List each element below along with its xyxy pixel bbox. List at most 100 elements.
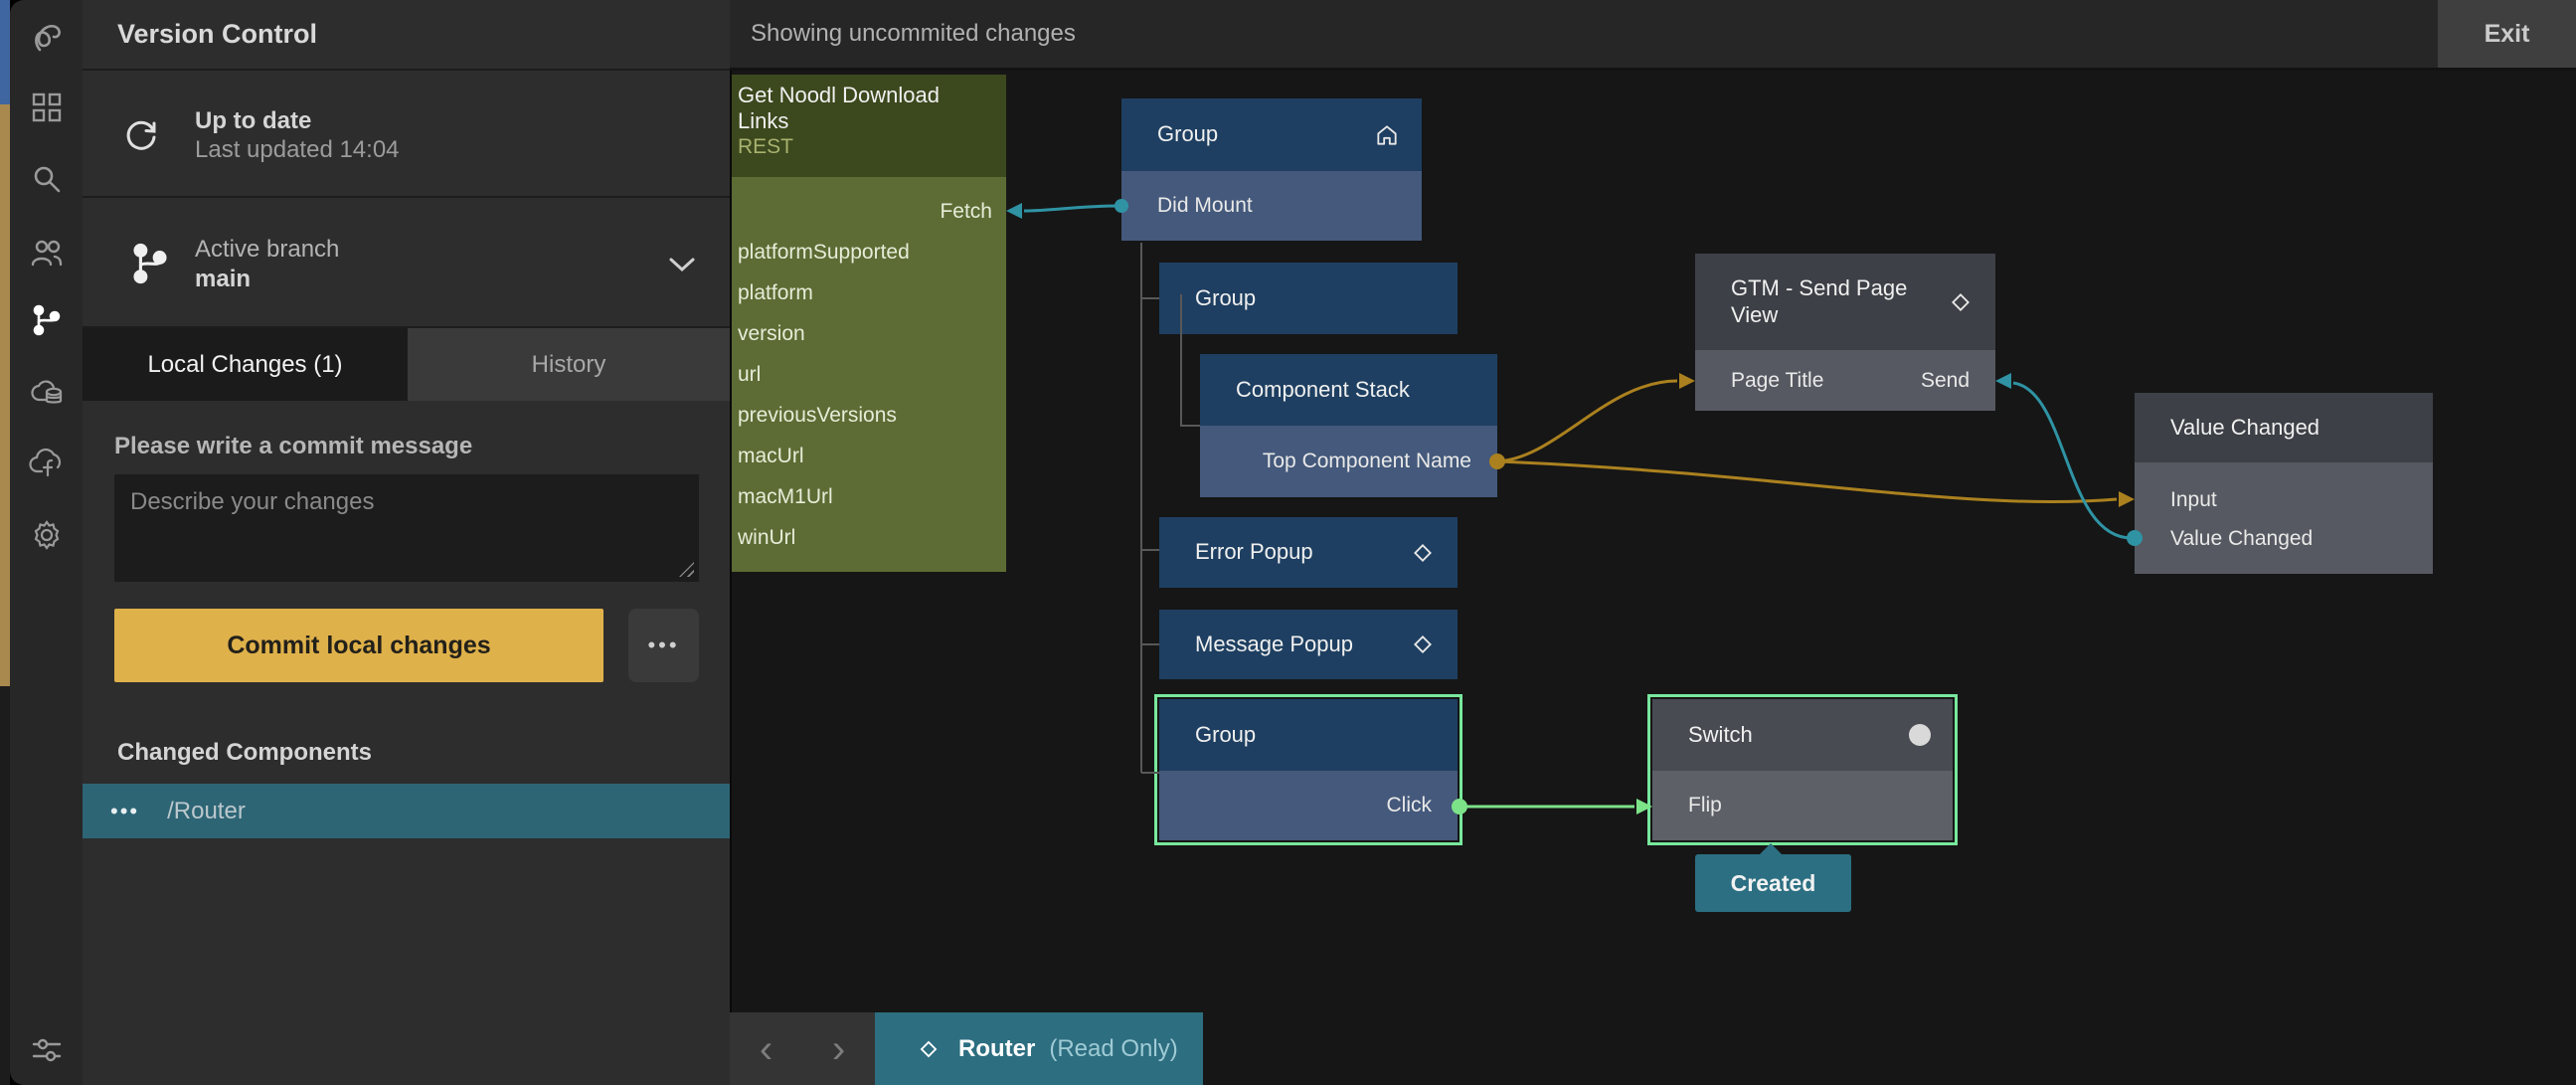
node-body: Top Component Name (1200, 426, 1497, 497)
port-label: version (738, 321, 805, 345)
branch-icon (128, 240, 172, 292)
wire-valuechanged-to-send (2012, 381, 2136, 540)
router-sheet-tab[interactable]: Router (Read Only) (875, 1012, 1203, 1085)
cloud-services-icon[interactable] (10, 364, 83, 420)
filters-sliders-icon[interactable] (10, 1022, 83, 1078)
components-grid-icon[interactable] (10, 80, 83, 135)
settings-gear-icon[interactable] (10, 507, 83, 563)
port-flip[interactable]: Flip (1652, 771, 1953, 840)
node-header[interactable]: Switch (1652, 699, 1953, 771)
node-title: Group (1157, 121, 1219, 147)
more-options-button[interactable]: ••• (628, 609, 699, 682)
port-platformsupported[interactable]: platformSupported (732, 232, 1006, 272)
node-title: Group (1195, 284, 1257, 310)
port-top-component-name[interactable]: Top Component Name (1200, 426, 1497, 497)
node-error-popup[interactable]: Error Popup (1159, 517, 1458, 588)
node-body: Click (1159, 771, 1458, 840)
chevron-down-icon[interactable] (667, 256, 697, 278)
node-group-2[interactable]: Group (1159, 263, 1458, 334)
node-title: GTM - Send Page View (1731, 275, 1908, 327)
commit-local-changes-button[interactable]: Commit local changes (114, 609, 603, 682)
node-message-popup[interactable]: Message Popup (1159, 610, 1458, 679)
port-macm1url[interactable]: macM1Url (732, 476, 1006, 517)
exit-button[interactable]: Exit (2438, 0, 2576, 68)
cloud-functions-icon[interactable] (10, 436, 83, 491)
forward-arrow-icon[interactable]: › (831, 1026, 846, 1071)
port-click[interactable]: Click (1159, 771, 1458, 840)
node-header[interactable]: Group (1159, 263, 1458, 334)
port-fetch[interactable]: Fetch (732, 191, 1006, 232)
noodl-logo-icon[interactable] (10, 10, 83, 66)
port-platform[interactable]: platform (732, 272, 1006, 313)
panel-tabs: Local Changes (1) History (83, 328, 730, 401)
commit-prompt: Please write a commit message (114, 433, 473, 459)
node-header[interactable]: Group (1121, 98, 1422, 171)
commit-message-input[interactable] (114, 474, 699, 582)
diamond-icon (1414, 635, 1432, 653)
diamond-icon (1414, 543, 1432, 562)
ellipsis-icon[interactable]: ••• (110, 798, 140, 823)
active-branch-section[interactable]: Active branch main (83, 200, 730, 328)
node-title: Get Noodl Download Links (738, 83, 941, 134)
changed-component-router[interactable]: ••• /Router (83, 784, 730, 838)
node-header[interactable]: Group (1159, 699, 1458, 771)
port-previousversions[interactable]: previousVersions (732, 395, 1006, 436)
page-title: Version Control (117, 19, 318, 49)
port-label: previousVersions (738, 403, 897, 427)
created-tooltip-badge: Created (1695, 843, 1851, 912)
version-control-branch-icon[interactable] (10, 292, 83, 348)
search-icon[interactable] (10, 151, 83, 207)
tab-history[interactable]: History (408, 328, 730, 401)
wire-topcomponentname-to-pagetitle (1496, 379, 1678, 463)
port-value-changed[interactable]: Value Changed (2135, 519, 2433, 558)
node-body: Flip (1652, 771, 1953, 840)
sync-status-section: Up to date Last updated 14:04 (83, 73, 730, 198)
branch-name: main (195, 266, 252, 292)
sync-last-updated: Last updated 14:04 (195, 136, 400, 163)
back-arrow-icon[interactable]: ‹ (759, 1026, 773, 1071)
port-label-right: Top Component Name (1262, 450, 1471, 472)
diamond-icon (1952, 292, 1970, 311)
diamond-icon (920, 1040, 938, 1057)
node-header[interactable]: Message Popup (1159, 610, 1458, 679)
port-url[interactable]: url (732, 354, 1006, 395)
connection-arrowhead (1995, 373, 2011, 389)
changed-component-label: /Router (167, 797, 246, 824)
tab-local-changes[interactable]: Local Changes (1) (83, 328, 408, 401)
node-title: Switch (1688, 721, 1753, 747)
connection-arrowhead (1006, 203, 1022, 219)
node-header[interactable]: Component Stack (1200, 354, 1497, 426)
node-header[interactable]: Value Changed (2135, 393, 2433, 462)
port-label-right: Click (1386, 794, 1433, 816)
connection-arrowhead (1679, 373, 1695, 389)
panel-header: Version Control (83, 0, 730, 71)
port-label: macUrl (738, 444, 804, 467)
collaboration-users-icon[interactable] (10, 225, 83, 280)
port-version[interactable]: version (732, 313, 1006, 354)
connection-dot-badge (1909, 724, 1931, 746)
port-input[interactable]: Input (2135, 480, 2433, 519)
refresh-icon[interactable] (120, 114, 162, 161)
wire-topcomponentname-to-input (1496, 459, 2118, 504)
node-title: Group (1195, 721, 1257, 747)
desktop-edge-strip (0, 0, 10, 1085)
port-winurl[interactable]: winUrl (732, 517, 1006, 558)
node-header[interactable]: GTM - Send Page View (1695, 254, 1995, 350)
port-macurl[interactable]: macUrl (732, 436, 1006, 476)
port-label: Value Changed (2170, 526, 2314, 550)
port-did-mount[interactable]: Did Mount (1121, 171, 1422, 241)
node-header[interactable]: Error Popup (1159, 517, 1458, 588)
